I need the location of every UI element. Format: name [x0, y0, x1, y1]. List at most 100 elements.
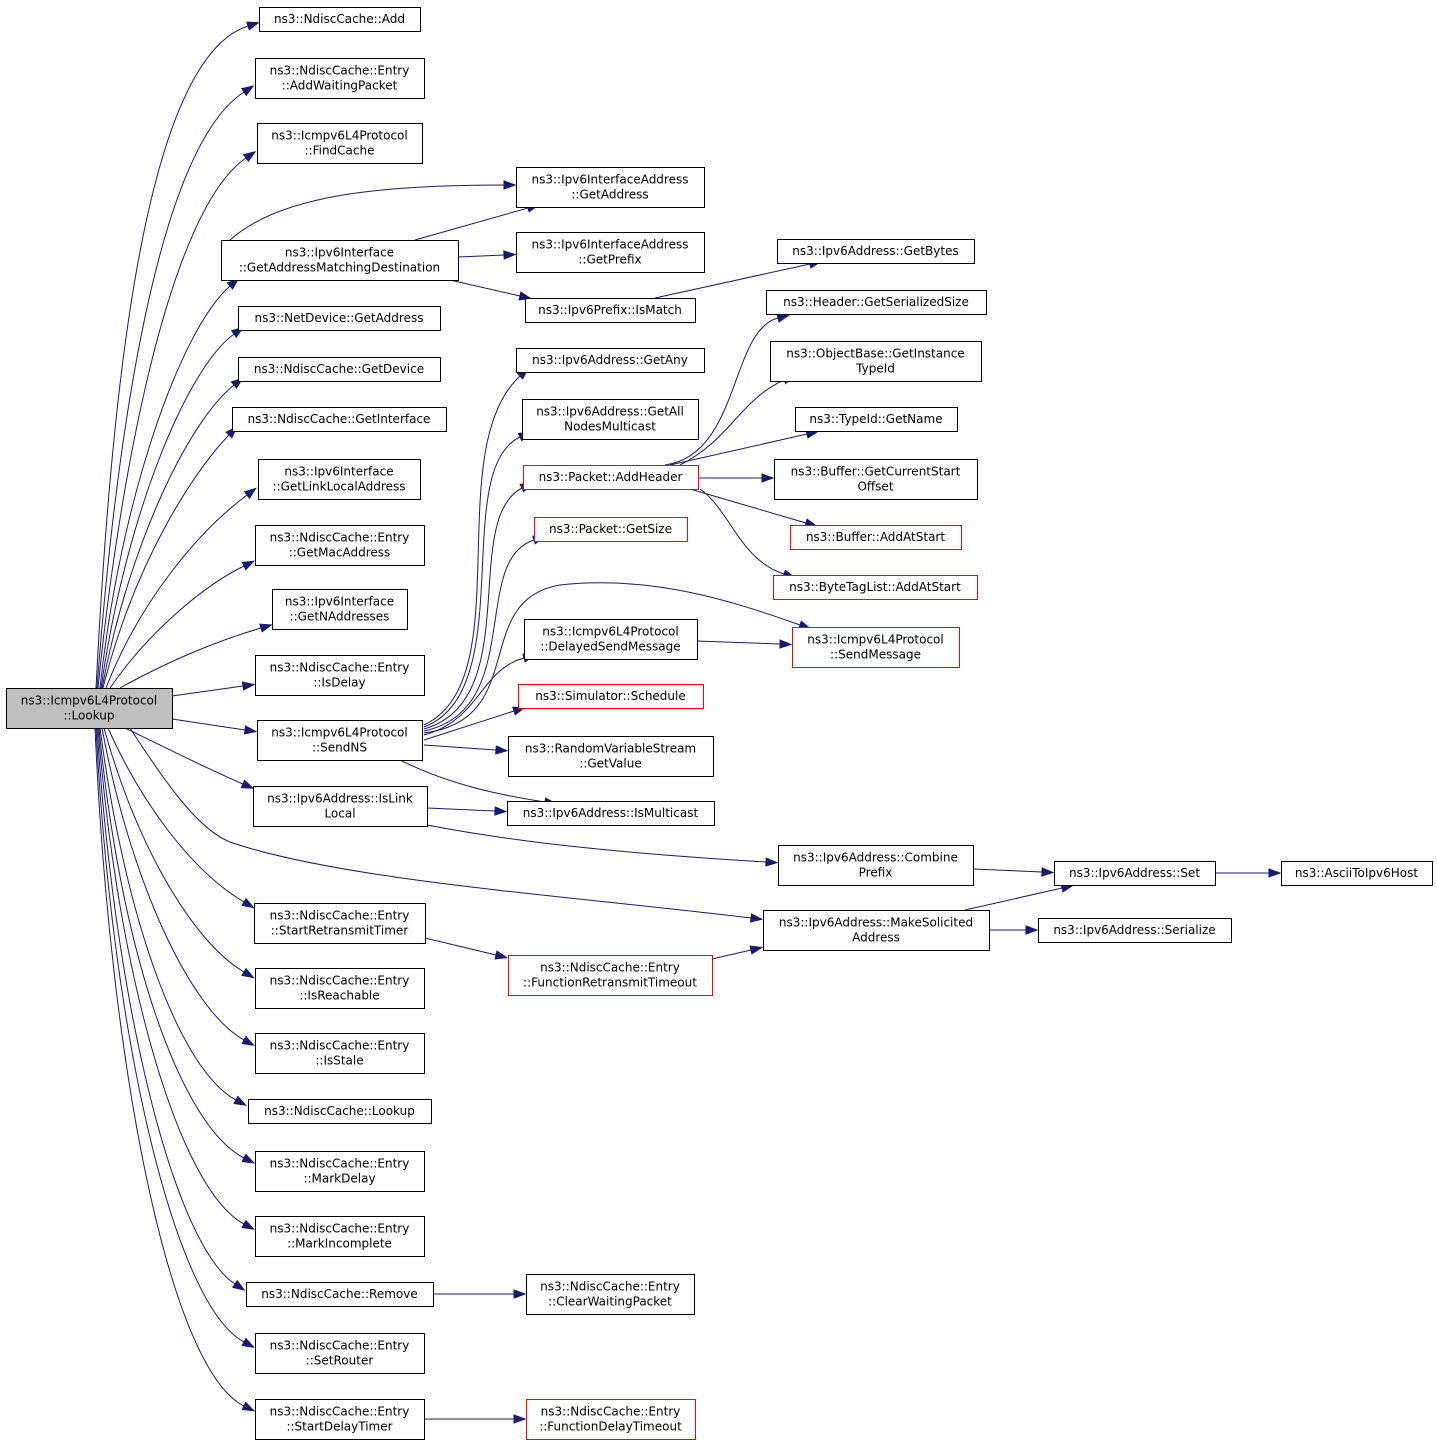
node-e-funcretrans[interactable]: ns3::NdiscCache::Entry::FunctionRetransm… — [508, 955, 713, 996]
node-icmp-sendns[interactable]: ns3::Icmpv6L4Protocol::SendNS — [257, 720, 423, 761]
node-e-setrouter[interactable]: ns3::NdiscCache::Entry::SetRouter — [255, 1333, 425, 1374]
node-ipv6if-getlinklocal[interactable]: ns3::Ipv6Interface::GetLinkLocalAddress — [258, 459, 421, 500]
node-label-line: ::IsStale — [315, 1054, 363, 1068]
node-label-line: ::GetAddressMatchingDestination — [239, 261, 440, 275]
node-header-getsersize[interactable]: ns3::Header::GetSerializedSize — [766, 290, 987, 315]
node-icmp-findcache[interactable]: ns3::Icmpv6L4Protocol::FindCache — [257, 123, 423, 164]
node-nc-add[interactable]: ns3::NdiscCache::Add — [259, 7, 421, 32]
node-sim-schedule[interactable]: ns3::Simulator::Schedule — [518, 684, 704, 709]
node-e-markincomplete[interactable]: ns3::NdiscCache::Entry::MarkIncomplete — [255, 1216, 425, 1257]
node-ipv6addr-getbytes[interactable]: ns3::Ipv6Address::GetBytes — [777, 239, 975, 264]
arrowhead — [231, 1279, 246, 1291]
node-label-line: ns3::Ipv6Address::Set — [1069, 866, 1200, 880]
arrowhead — [233, 1095, 247, 1106]
node-label-line: ns3::Packet::AddHeader — [539, 470, 683, 484]
node-label-line: ns3::ObjectBase::GetInstance — [786, 347, 964, 361]
node-label-line: ns3::NdiscCache::GetDevice — [254, 362, 424, 376]
node-ipv6addr-serialize[interactable]: ns3::Ipv6Address::Serialize — [1038, 918, 1232, 943]
edge-ipv6addr_islinklocal-to-ipv6addr_ismulticast — [426, 806, 508, 816]
node-e-isdelay[interactable]: ns3::NdiscCache::Entry::IsDelay — [255, 655, 425, 696]
arrowhead — [240, 85, 255, 97]
node-typeid-getname[interactable]: ns3::TypeId::GetName — [795, 407, 958, 432]
edge-packet_addheader-to-buffer_getcurstart — [698, 473, 775, 483]
node-e-startretrans[interactable]: ns3::NdiscCache::Entry::StartRetransmitT… — [254, 903, 426, 944]
arrowhead — [779, 639, 793, 649]
node-e-cleardwait[interactable]: ns3::NdiscCache::Entry::ClearWaitingPack… — [526, 1274, 695, 1315]
node-label-line: ns3::ByteTagList::AddAtStart — [789, 580, 961, 594]
node-label-line: ns3::Simulator::Schedule — [535, 689, 686, 703]
node-label-line: ::AddWaitingPacket — [282, 79, 398, 93]
node-btl-addatstart[interactable]: ns3::ByteTagList::AddAtStart — [773, 575, 978, 600]
node-label-line: ns3::Ipv6Address::GetAny — [532, 353, 688, 367]
edge-root-to-nc_remove — [96, 727, 246, 1291]
arrowhead — [1041, 867, 1055, 877]
edge-packet_addheader-to-btl_addatstart — [699, 488, 796, 579]
node-label-line: ns3::Ipv6Address::Combine — [793, 851, 958, 865]
arrowhead — [494, 806, 508, 816]
node-ascii-toipv6host[interactable]: ns3::AsciiToIpv6Host — [1281, 861, 1433, 886]
node-icmp-sendmessage[interactable]: ns3::Icmpv6L4Protocol::SendMessage — [792, 627, 960, 668]
node-e-funcdelay[interactable]: ns3::NdiscCache::Entry::FunctionDelayTim… — [526, 1399, 696, 1440]
arrowhead — [246, 21, 260, 31]
node-e-addwait[interactable]: ns3::NdiscCache::Entry::AddWaitingPacket — [255, 58, 425, 99]
node-ipv6addr-ismulticast[interactable]: ns3::Ipv6Address::IsMulticast — [507, 801, 715, 826]
node-e-isreachable[interactable]: ns3::NdiscCache::Entry::IsReachable — [255, 968, 425, 1009]
node-ipv6ia-getaddress[interactable]: ns3::Ipv6InterfaceAddress::GetAddress — [516, 167, 705, 208]
node-nc-remove[interactable]: ns3::NdiscCache::Remove — [246, 1282, 434, 1307]
node-e-startdelay[interactable]: ns3::NdiscCache::Entry::StartDelayTimer — [255, 1399, 425, 1440]
node-label-line: ns3::Ipv6Interface — [284, 465, 393, 479]
edge-ipv6addr_islinklocal-to-ipv6addr_combineprefix — [426, 824, 779, 867]
arrowhead — [241, 560, 256, 571]
edge-root-to-nc_add — [95, 21, 260, 689]
node-packet-getsize[interactable]: ns3::Packet::GetSize — [534, 517, 688, 542]
node-rvs-getvalue[interactable]: ns3::RandomVariableStream::GetValue — [508, 736, 714, 777]
node-label-line: ::IsDelay — [313, 676, 365, 690]
edge-ipv6addr_makesolicited-to-ipv6addr_serialize — [989, 925, 1039, 935]
edge-root-to-e_addwait — [96, 85, 255, 689]
node-ipv6prefix-ismatch[interactable]: ns3::Ipv6Prefix::IsMatch — [525, 298, 696, 323]
node-ipv6addr-set[interactable]: ns3::Ipv6Address::Set — [1054, 861, 1216, 886]
node-buffer-addatstart[interactable]: ns3::Buffer::AddAtStart — [790, 525, 962, 550]
edge-root-to-ipv6if_getlinklocal — [105, 487, 257, 689]
node-packet-addheader[interactable]: ns3::Packet::AddHeader — [523, 465, 699, 490]
node-label-line: ns3::NetDevice::GetAddress — [255, 311, 424, 325]
node-label-line: ::StartRetransmitTimer — [271, 924, 409, 938]
node-e-isstale[interactable]: ns3::NdiscCache::Entry::IsStale — [255, 1033, 425, 1074]
arrowhead — [1268, 868, 1282, 878]
node-nc-lookup[interactable]: ns3::NdiscCache::Lookup — [248, 1099, 432, 1124]
node-ipv6ia-getprefix[interactable]: ns3::Ipv6InterfaceAddress::GetPrefix — [516, 232, 705, 273]
node-label-line: ns3::RandomVariableStream — [525, 742, 696, 756]
node-e-markdelay[interactable]: ns3::NdiscCache::Entry::MarkDelay — [255, 1151, 425, 1192]
node-icmp-delayedsend[interactable]: ns3::Icmpv6L4Protocol::DelayedSendMessag… — [524, 619, 698, 660]
node-nc-getinterface[interactable]: ns3::NdiscCache::GetInterface — [232, 407, 447, 432]
node-label-line: NodesMulticast — [564, 420, 656, 434]
edge-icmp_delayedsend-to-icmp_sendmessage — [696, 639, 793, 649]
edge-root-to-icmp_findcache — [97, 150, 257, 689]
node-label-line: ns3::Packet::GetSize — [549, 522, 672, 536]
arrowhead — [241, 967, 255, 979]
node-label-line: ns3::NdiscCache::Entry — [541, 1405, 681, 1419]
node-nc-getdevice[interactable]: ns3::NdiscCache::GetDevice — [238, 357, 441, 382]
node-ipv6if-getaddrmatch[interactable]: ns3::Ipv6Interface::GetAddressMatchingDe… — [221, 240, 459, 281]
node-root: ns3::Icmpv6L4Protocol::Lookup — [6, 688, 173, 729]
node-netdev-getaddress[interactable]: ns3::NetDevice::GetAddress — [238, 306, 441, 331]
node-label-line: ns3::Ipv6InterfaceAddress — [532, 173, 689, 187]
node-label-line: ::MarkIncomplete — [287, 1237, 392, 1251]
node-ipv6if-getnaddr[interactable]: ns3::Ipv6Interface::GetNAddresses — [272, 589, 408, 630]
edge-ipv6addr_makesolicited-to-ipv6addr_set — [964, 883, 1075, 911]
node-e-getmac[interactable]: ns3::NdiscCache::Entry::GetMacAddress — [255, 525, 425, 566]
edge-root-to-e_isstale — [101, 727, 255, 1047]
arrowhead — [513, 1414, 527, 1424]
arrowhead — [503, 250, 517, 260]
edge-root-to-e_getmac — [109, 560, 256, 689]
edge-ipv6if_getaddrmatch-to-ipv6ia_getprefix — [457, 250, 517, 260]
node-ipv6addr-getany[interactable]: ns3::Ipv6Address::GetAny — [516, 348, 705, 373]
arrowhead — [513, 1289, 527, 1299]
node-label-line: ns3::NdiscCache::Remove — [261, 1287, 417, 1301]
